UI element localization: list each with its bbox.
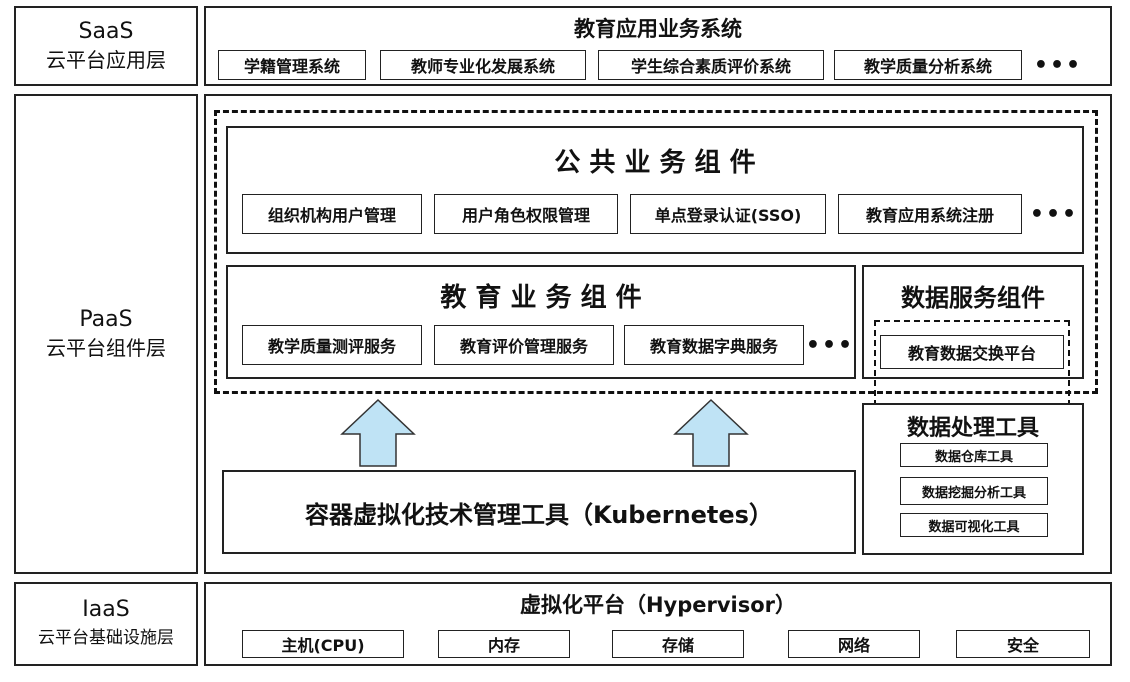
education-item-evaluation-management: 教育评价管理服务 [434,325,614,365]
iaas-item-security: 安全 [956,630,1090,658]
data-tools-item-mining: 数据挖掘分析工具 [900,477,1048,505]
public-item-app-registration: 教育应用系统注册 [838,194,1022,234]
saas-layer-label: SaaS 云平台应用层 [14,6,198,86]
saas-label-zh: 云平台应用层 [46,48,166,72]
paas-layer-label: PaaS 云平台组件层 [14,94,198,574]
public-item-sso: 单点登录认证(SSO) [630,194,826,234]
iaas-title: 虚拟化平台（Hypervisor） [519,593,797,617]
education-more-dots: ••• [805,332,855,358]
iaas-item-storage: 存储 [612,630,744,658]
saas-more-dots: ••• [1033,52,1083,78]
education-item-data-dictionary: 教育数据字典服务 [624,325,804,365]
data-service-box: 数据服务组件 教育数据交换平台 [862,265,1084,379]
saas-item-student-records: 学籍管理系统 [218,50,366,80]
data-tools-item-warehouse: 数据仓库工具 [900,443,1048,467]
iaas-item-memory: 内存 [438,630,570,658]
data-service-title: 数据服务组件 [901,283,1045,312]
public-item-org-users: 组织机构用户管理 [242,194,422,234]
iaas-item-cpu: 主机(CPU) [242,630,404,658]
public-more-dots: ••• [1029,201,1079,227]
up-arrow-icon [340,398,416,467]
data-tools-item-visualization: 数据可视化工具 [900,513,1048,537]
up-arrow-left-shape [340,398,416,467]
public-item-role-permissions: 用户角色权限管理 [434,194,618,234]
container-management-box: 容器虚拟化技术管理工具（Kubernetes） [222,470,856,554]
paas-label-en: PaaS [79,307,133,332]
up-arrow-icon [673,398,749,467]
saas-title: 教育应用业务系统 [574,17,742,41]
iaas-label-zh: 云平台基础设施层 [38,628,174,648]
saas-label-en: SaaS [78,19,134,44]
paas-label-zh: 云平台组件层 [46,336,166,360]
saas-layer-content: 教育应用业务系统 学籍管理系统 教师专业化发展系统 学生综合素质评价系统 教学质… [204,6,1112,86]
data-tools-title: 数据处理工具 [906,416,1039,441]
saas-item-quality-analysis: 教学质量分析系统 [834,50,1022,80]
education-components-box: 教 育 业 务 组 件 教学质量测评服务 教育评价管理服务 教育数据字典服务 •… [226,265,856,379]
saas-item-student-evaluation: 学生综合素质评价系统 [598,50,824,80]
iaas-label-en: IaaS [82,597,130,622]
iaas-layer-content: 虚拟化平台（Hypervisor） 主机(CPU) 内存 存储 网络 安全 [204,582,1112,666]
data-tools-box: 数据处理工具 数据仓库工具 数据挖掘分析工具 数据可视化工具 [862,403,1084,555]
business-components-frame [214,110,1098,394]
public-components-title: 公 共 业 务 组 件 [554,147,756,178]
data-service-item-exchange: 教育数据交换平台 [880,335,1064,369]
education-components-title: 教 育 业 务 组 件 [440,282,642,313]
iaas-item-network: 网络 [788,630,920,658]
saas-item-teacher-development: 教师专业化发展系统 [380,50,586,80]
up-arrow-right-shape [673,398,749,467]
public-components-box: 公 共 业 务 组 件 组织机构用户管理 用户角色权限管理 单点登录认证(SSO… [226,126,1084,254]
education-item-quality-assessment: 教学质量测评服务 [242,325,422,365]
iaas-layer-label: IaaS 云平台基础设施层 [14,582,198,666]
